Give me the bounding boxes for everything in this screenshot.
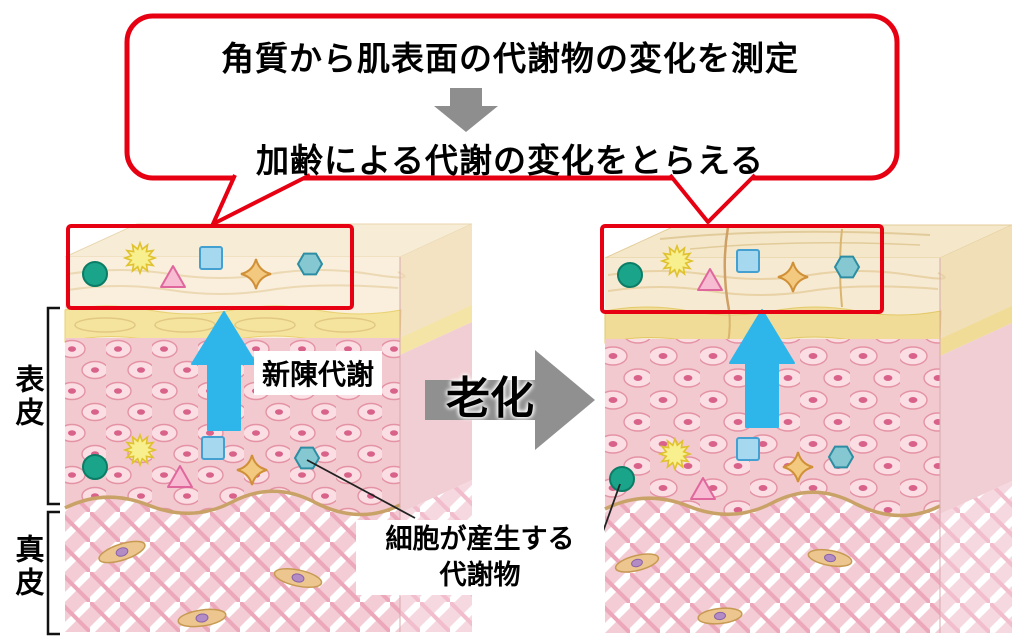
callout-bubble-outline <box>124 13 900 181</box>
turnover-up-arrow-icon <box>729 309 795 428</box>
wrinkle-line <box>689 242 921 250</box>
callout-tail-right <box>668 173 757 224</box>
dermis-section-label: 真皮 <box>11 534 43 600</box>
metabolite-green-circle-icon <box>82 261 108 287</box>
aging-right-arrow-icon <box>425 350 595 450</box>
epidermis-bracket <box>46 306 60 506</box>
side-face-corneum <box>940 225 1012 341</box>
turnover-label: 新陳代謝 <box>254 351 383 395</box>
aged-skin-block <box>600 224 1013 633</box>
fibroblast-cell <box>697 607 743 625</box>
metabolite-green-circle-icon <box>609 466 635 492</box>
wrinkle-furrow-line <box>723 226 731 311</box>
metabolite-caption: 細胞が産生する 代謝物 <box>356 520 604 596</box>
metabolite-teal-hexagon-icon <box>294 446 320 470</box>
fibroblast-cell <box>98 540 146 564</box>
metabolite-blue-square-icon <box>199 246 223 270</box>
aging-label: 老化 <box>446 374 534 423</box>
fibroblast-cell <box>273 567 323 589</box>
surface-highlight-red-box <box>66 224 354 310</box>
corneocyte-outline <box>74 317 136 333</box>
metabolite-caption-line2: 代謝物 <box>439 559 521 590</box>
side-face-epidermis <box>940 323 1012 514</box>
dermis-bracket <box>46 510 60 636</box>
fibroblast-cell <box>614 553 660 573</box>
metabolite-blue-square-icon <box>201 436 225 460</box>
side-face-granular <box>400 305 472 355</box>
callout-line2: 加齢による代謝の変化をとらえる <box>255 142 765 179</box>
fibroblast-cell <box>177 608 227 628</box>
side-face-dermis <box>940 481 1012 633</box>
callout-tail-left <box>211 173 311 226</box>
callout-bubble-shape <box>124 13 900 226</box>
corneocyte-outline <box>234 317 296 333</box>
turnover-up-arrow-icon <box>191 311 257 431</box>
side-face-granular <box>940 306 1012 356</box>
epidermis-section-label: 表皮 <box>11 364 43 430</box>
side-face-corneum <box>400 224 472 340</box>
metabolite-teal-hexagon-icon <box>297 252 323 276</box>
down-arrow-icon <box>434 88 498 132</box>
fibroblast-cell <box>807 548 853 568</box>
corneum-lamella-line <box>67 284 399 295</box>
callout-bubble: 角質から肌表面の代謝物の変化を測定 加齢による代謝の変化をとらえる <box>105 10 915 232</box>
metabolite-teal-hexagon-icon <box>828 445 854 469</box>
metabolite-green-circle-icon <box>82 454 108 480</box>
callout-line1: 角質から肌表面の代謝物の変化を測定 <box>221 40 799 77</box>
metabolite-green-circle-icon <box>617 262 643 288</box>
metabolite-blue-square-icon <box>736 249 760 273</box>
metabolite-teal-hexagon-icon <box>834 255 860 279</box>
wrinkle-line <box>659 230 931 240</box>
corneum-lamella-line <box>607 285 939 296</box>
dermis-layer <box>605 492 940 633</box>
dermis-layer <box>65 491 400 632</box>
corneocyte-outline <box>314 317 376 333</box>
surface-highlight-red-box <box>600 224 884 314</box>
dermal-junction-line <box>604 490 941 518</box>
metabolite-caption-line1: 細胞が産生する <box>385 524 575 554</box>
metabolite-blue-square-icon <box>736 437 760 461</box>
